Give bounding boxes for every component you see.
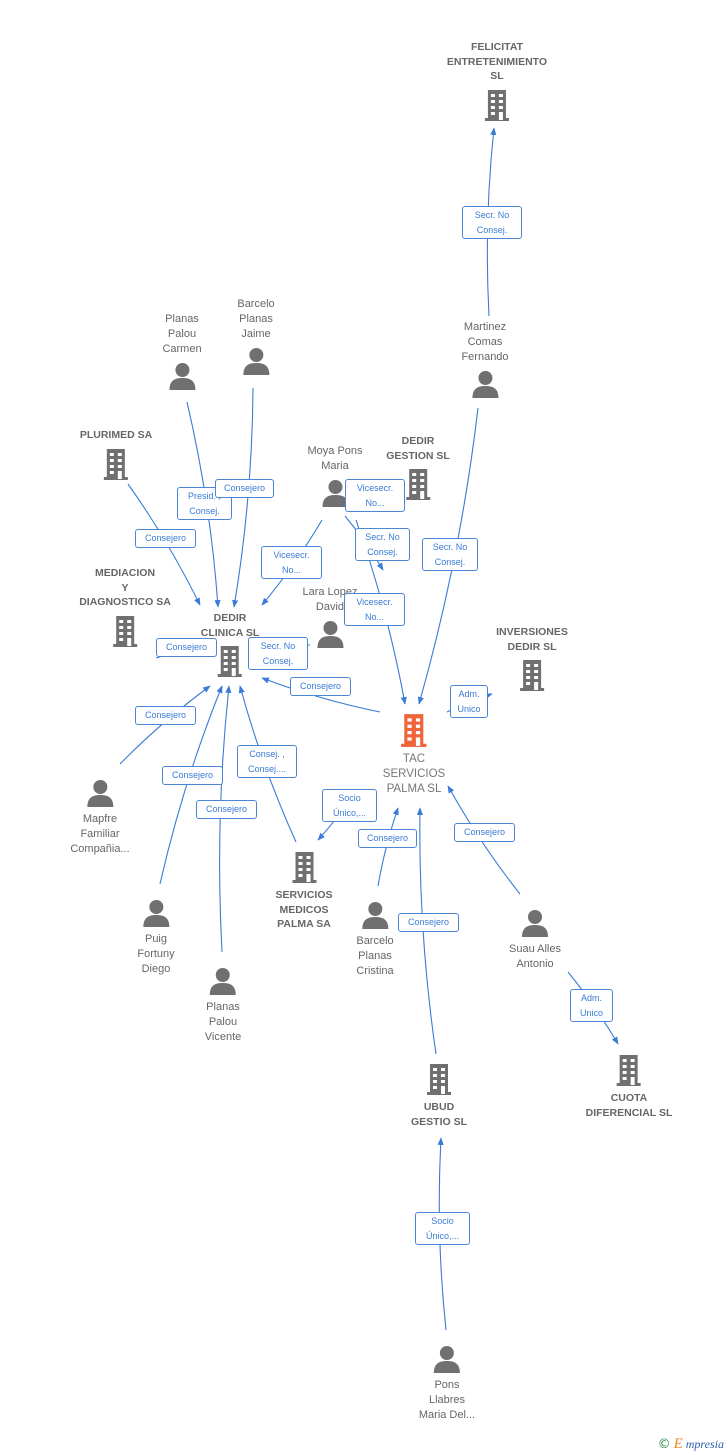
building-icon bbox=[403, 467, 433, 501]
node-label: Puig Fortuny Diego bbox=[137, 933, 175, 975]
node-label: UBUD GESTIO SL bbox=[410, 1101, 468, 1128]
node-lara[interactable]: Lara Lopez David bbox=[302, 585, 358, 649]
edge-label-e16[interactable]: Consejero bbox=[162, 766, 223, 785]
node-label: Suau Alles Antonio bbox=[509, 943, 561, 970]
node-suau[interactable]: Suau Alles Antonio bbox=[509, 908, 561, 972]
edge-label-e11[interactable]: Secr. No Consej. bbox=[248, 637, 308, 670]
edge-label-e17[interactable]: Consejero bbox=[196, 800, 257, 819]
edge-label-e4[interactable]: Consejero bbox=[135, 529, 196, 548]
edge-label-e14[interactable]: Consejero bbox=[135, 706, 196, 725]
edge-label-e3[interactable]: Consejero bbox=[215, 479, 274, 498]
node-label: Barcelo Planas Jaime bbox=[237, 298, 275, 340]
person-icon bbox=[167, 361, 197, 391]
node-pons[interactable]: Pons Llabres Maria Del... bbox=[419, 1344, 475, 1423]
edge-label-e23[interactable]: Socio Único,... bbox=[415, 1212, 470, 1245]
node-barcelo-jaime[interactable]: Barcelo Planas Jaime bbox=[237, 297, 275, 376]
node-planas-carmen[interactable]: Planas Palou Carmen bbox=[162, 312, 202, 391]
node-label: TAC SERVICIOS PALMA SL bbox=[382, 753, 446, 795]
person-icon bbox=[208, 966, 238, 996]
node-moya[interactable]: Moya Pons Maria bbox=[307, 444, 363, 508]
node-label: Moya Pons Maria bbox=[307, 445, 363, 472]
edge-label-e1[interactable]: Secr. No Consej. bbox=[462, 206, 522, 239]
node-label: Barcelo Planas Cristina bbox=[356, 935, 394, 977]
edge-e12 bbox=[261, 677, 381, 713]
node-barcelo-cristina[interactable]: Barcelo Planas Cristina bbox=[356, 900, 394, 979]
building-icon bbox=[289, 850, 319, 884]
node-servicios-medicos[interactable]: SERVICIOS MEDICOS PALMA SA bbox=[276, 850, 333, 932]
node-mediacion[interactable]: MEDIACION Y DIAGNOSTICO SA bbox=[79, 566, 171, 648]
edge-label-e12[interactable]: Consejero bbox=[290, 677, 351, 696]
node-planas-vicente[interactable]: Planas Palou Vicente bbox=[204, 966, 242, 1045]
node-plurimed[interactable]: PLURIMED SA bbox=[80, 428, 152, 481]
node-label: Mapfre Familiar Compañia... bbox=[70, 813, 130, 855]
node-felicitat[interactable]: FELICITAT ENTRETENIMIENTO SL bbox=[447, 40, 547, 122]
edge-label-e19[interactable]: Consejero bbox=[358, 829, 417, 848]
person-icon bbox=[141, 898, 171, 928]
edge-label-e18[interactable]: Socio Único,... bbox=[322, 789, 377, 822]
person-icon bbox=[320, 478, 350, 508]
node-label: CUOTA DIFERENCIAL SL bbox=[585, 1092, 673, 1119]
brand-logo-text: mpresia bbox=[685, 1437, 724, 1451]
edge-label-e15[interactable]: Consej. , Consej.... bbox=[237, 745, 297, 778]
building-icon bbox=[482, 88, 512, 122]
node-tac[interactable]: TAC SERVICIOS PALMA SL bbox=[383, 712, 445, 797]
brand-logo-initial: E bbox=[673, 1436, 683, 1452]
person-icon bbox=[470, 369, 500, 399]
edge-label-e8[interactable]: Secr. No Consej. bbox=[422, 538, 478, 571]
building-icon bbox=[110, 614, 140, 648]
node-label: FELICITAT ENTRETENIMIENTO SL bbox=[446, 41, 548, 82]
node-label: Martinez Comas Fernando bbox=[461, 321, 509, 363]
node-label: DEDIR GESTION SL bbox=[386, 435, 450, 462]
node-cuota[interactable]: CUOTA DIFERENCIAL SL bbox=[585, 1053, 673, 1120]
edge-label-e20[interactable]: Consejero bbox=[398, 913, 459, 932]
node-martinez[interactable]: Martinez Comas Fernando bbox=[461, 320, 509, 399]
node-label: MEDIACION Y DIAGNOSTICO SA bbox=[79, 567, 171, 608]
building-icon bbox=[101, 447, 131, 481]
node-label: PLURIMED SA bbox=[79, 429, 153, 441]
node-label: DEDIR CLINICA SL bbox=[200, 612, 260, 639]
edge-label-e22[interactable]: Adm. Unico bbox=[570, 989, 613, 1022]
node-dedir-gestion[interactable]: DEDIR GESTION SL bbox=[386, 434, 450, 501]
edge-e14 bbox=[119, 685, 211, 765]
node-label: Planas Palou Carmen bbox=[162, 313, 202, 355]
person-icon bbox=[360, 900, 390, 930]
copyright-icon: © bbox=[657, 1437, 671, 1452]
node-dedir-clinica[interactable]: DEDIR CLINICA SL bbox=[200, 611, 260, 678]
person-icon bbox=[315, 619, 345, 649]
person-icon bbox=[432, 1344, 462, 1374]
building-icon bbox=[517, 658, 547, 692]
edge-label-e10[interactable]: Consejero bbox=[156, 638, 217, 657]
node-inversiones[interactable]: INVERSIONES DEDIR SL bbox=[496, 625, 568, 692]
node-label: INVERSIONES DEDIR SL bbox=[496, 626, 568, 653]
node-mapfre[interactable]: Mapfre Familiar Compañia... bbox=[70, 778, 130, 857]
person-icon bbox=[520, 908, 550, 938]
building-icon bbox=[398, 712, 430, 748]
node-label: Pons Llabres Maria Del... bbox=[418, 1379, 476, 1421]
edge-label-e13[interactable]: Adm. Unico bbox=[450, 685, 488, 718]
edge-e17 bbox=[219, 685, 232, 953]
edge-label-e9[interactable]: Vicesecr. No... bbox=[344, 593, 405, 626]
edge-label-e6[interactable]: Vicesecr. No... bbox=[345, 479, 405, 512]
node-label: Planas Palou Vicente bbox=[204, 1001, 242, 1043]
node-label: SERVICIOS MEDICOS PALMA SA bbox=[275, 889, 333, 930]
node-puig[interactable]: Puig Fortuny Diego bbox=[137, 898, 175, 977]
person-icon bbox=[85, 778, 115, 808]
building-icon bbox=[424, 1062, 454, 1096]
building-icon bbox=[215, 644, 245, 678]
person-icon bbox=[241, 346, 271, 376]
edge-label-e5[interactable]: Vicesecr. No... bbox=[261, 546, 322, 579]
node-ubud[interactable]: UBUD GESTIO SL bbox=[411, 1062, 467, 1129]
edge-label-e7[interactable]: Secr. No Consej. bbox=[355, 528, 410, 561]
edge-label-e21[interactable]: Consejero bbox=[454, 823, 515, 842]
building-icon bbox=[614, 1053, 644, 1087]
